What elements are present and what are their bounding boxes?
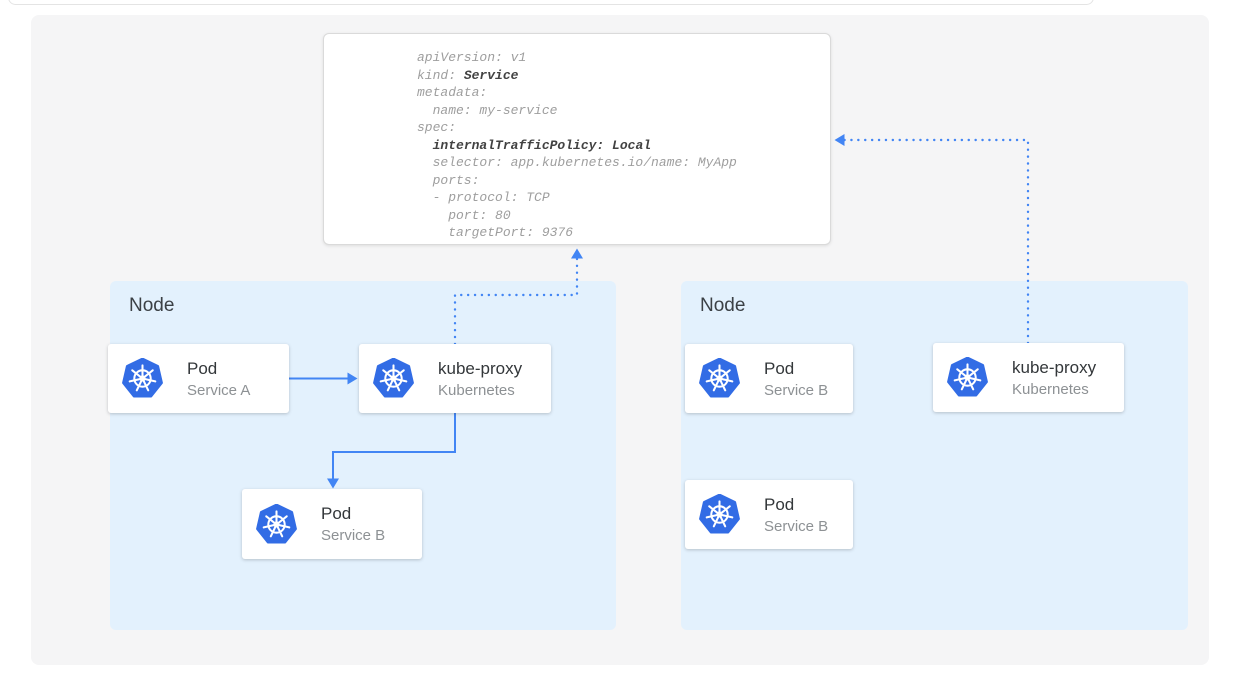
code-line: kind: Service [417, 67, 519, 83]
code-line: port: 80 [417, 207, 511, 223]
code-line: metadata: [417, 85, 488, 100]
code-line: ports: [417, 172, 480, 188]
card-subtitle: Service A [187, 381, 251, 399]
card-title: kube-proxy [1012, 357, 1097, 377]
code-line: internalTrafficPolicy: Local [432, 137, 652, 153]
node-label: Node [700, 295, 746, 316]
code-line: spec: [417, 120, 457, 135]
kubernetes-wheel-icon [699, 358, 740, 399]
card-subtitle: Service B [764, 381, 829, 399]
pod-card-service-a: Pod Service A [108, 344, 289, 413]
card-subtitle: Kubernetes [1012, 380, 1089, 398]
card-title: Pod [187, 358, 218, 378]
node-box-left: Node [110, 281, 616, 630]
code-line: targetPort: 9376 [417, 225, 574, 240]
kubernetes-wheel-icon [373, 358, 414, 399]
card-subtitle: Kubernetes [438, 381, 515, 399]
code-line: - protocol: TCP [417, 190, 550, 205]
service-yaml-card: apiVersion: v1 kind: Service metadata: nam… [323, 33, 831, 245]
card-title: Pod [764, 494, 795, 514]
kubernetes-wheel-icon [699, 494, 740, 535]
kubernetes-wheel-icon [256, 504, 297, 545]
card-title: Pod [764, 358, 795, 378]
service-yaml-code: apiVersion: v1 kind: Service metadata: nam… [324, 34, 830, 242]
code-line: name: my-service [417, 102, 558, 118]
card-title: kube-proxy [438, 358, 523, 378]
kubernetes-wheel-icon [947, 357, 988, 398]
pod-card-service-b-left: Pod Service B [242, 489, 422, 559]
node-box-right: Node [681, 281, 1188, 630]
pod-card-service-b-right-bottom: Pod Service B [685, 480, 853, 549]
kube-proxy-card-left: kube-proxy Kubernetes [359, 344, 551, 413]
card-subtitle: Service B [764, 517, 829, 535]
code-line: selector: app.kubernetes.io/name: MyApp [417, 155, 737, 170]
node-label: Node [129, 295, 175, 316]
code-line: apiVersion: v1 [417, 50, 527, 65]
card-title: Pod [321, 504, 352, 523]
previous-card-bottom-edge [8, 0, 1094, 5]
card-subtitle: Service B [321, 527, 386, 544]
kube-proxy-card-right: kube-proxy Kubernetes [933, 343, 1124, 412]
kubernetes-wheel-icon [122, 358, 163, 399]
pod-card-service-b-right-top: Pod Service B [685, 344, 853, 413]
